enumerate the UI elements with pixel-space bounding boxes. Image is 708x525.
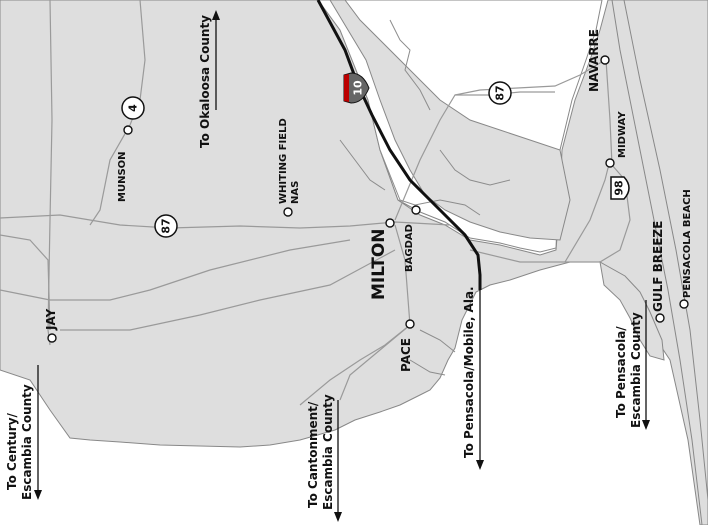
sr4-shield: 4 <box>121 96 145 120</box>
direction-pensacola-line2: Escambia County <box>629 312 643 428</box>
direction-cantonment-line1: To Cantonment/ <box>306 401 320 508</box>
place-whiting-field: WHITING FIELD <box>278 118 289 204</box>
barrier-island <box>611 0 708 525</box>
creek-4 <box>419 329 456 353</box>
town-marker-pensacola-beach <box>679 299 689 309</box>
interstate-10-label: 10 <box>352 80 365 96</box>
arrow-century <box>34 365 42 500</box>
direction-pensacola-line1: To Pensacola/ <box>614 326 628 418</box>
arrow-okaloosa <box>212 10 220 110</box>
town-marker-pace <box>405 319 415 329</box>
town-marker-milton <box>385 218 395 228</box>
arrow-pensacola-mobile <box>476 290 484 470</box>
road-sr87-south <box>60 249 396 331</box>
road-us98-2 <box>564 159 611 263</box>
gulf-breeze-peninsula <box>599 261 665 361</box>
direction-century-line2: Escambia County <box>20 384 34 500</box>
road-sr89-west <box>0 234 51 331</box>
place-whiting-nas: NAS <box>290 181 301 204</box>
place-milton: MILTON <box>369 228 389 300</box>
road-east-west <box>0 214 451 229</box>
town-marker-navarre <box>600 55 610 65</box>
place-midway: MIDWAY <box>617 111 628 158</box>
creek-5 <box>409 359 446 376</box>
place-pace: PACE <box>399 338 413 372</box>
road-navarre <box>454 59 606 96</box>
sr87-west-label: 87 <box>160 218 173 233</box>
place-pensacola-beach: PENSACOLA BEACH <box>682 189 693 298</box>
road-pace <box>394 224 411 326</box>
direction-century-line1: To Century/ <box>5 412 19 490</box>
place-munson: MUNSON <box>117 151 128 202</box>
place-navarre: NAVARRE <box>587 29 601 92</box>
creek-3 <box>339 139 386 191</box>
us98-label: 98 <box>613 180 626 195</box>
town-marker-bagdad <box>411 205 421 215</box>
creek-2 <box>439 149 511 186</box>
town-marker-gulf-breeze <box>655 313 665 323</box>
blackwater-river <box>379 149 481 216</box>
direction-okaloosa: To Okaloosa County <box>198 15 212 148</box>
place-bagdad: BAGDAD <box>404 224 415 272</box>
road-cantonment <box>299 324 411 406</box>
road-jay-north <box>0 239 351 301</box>
town-marker-munson <box>123 125 133 135</box>
place-jay: JAY <box>44 308 58 331</box>
road-sr4 <box>89 0 146 226</box>
road-us98 <box>469 59 631 263</box>
direction-cantonment-line2: Escambia County <box>321 394 335 510</box>
town-marker-whiting <box>283 207 293 217</box>
interstate-10-shield: 10 <box>343 72 370 104</box>
sr87-west-shield: 87 <box>154 214 178 238</box>
arrow-pensacola <box>642 300 650 430</box>
town-marker-jay <box>47 333 57 343</box>
sr4-label: 4 <box>127 104 140 112</box>
sr87-north-shield: 87 <box>488 81 512 105</box>
us98-shield: 98 <box>610 176 630 200</box>
arrow-cantonment <box>334 400 342 522</box>
creek-1 <box>389 19 431 111</box>
sr87-north-label: 87 <box>494 85 507 100</box>
place-gulf-breeze: GULF BREEZE <box>651 221 665 312</box>
town-marker-midway <box>605 158 615 168</box>
direction-pensacola-mobile: To Pensacola/Mobile, Ala. <box>462 286 476 458</box>
